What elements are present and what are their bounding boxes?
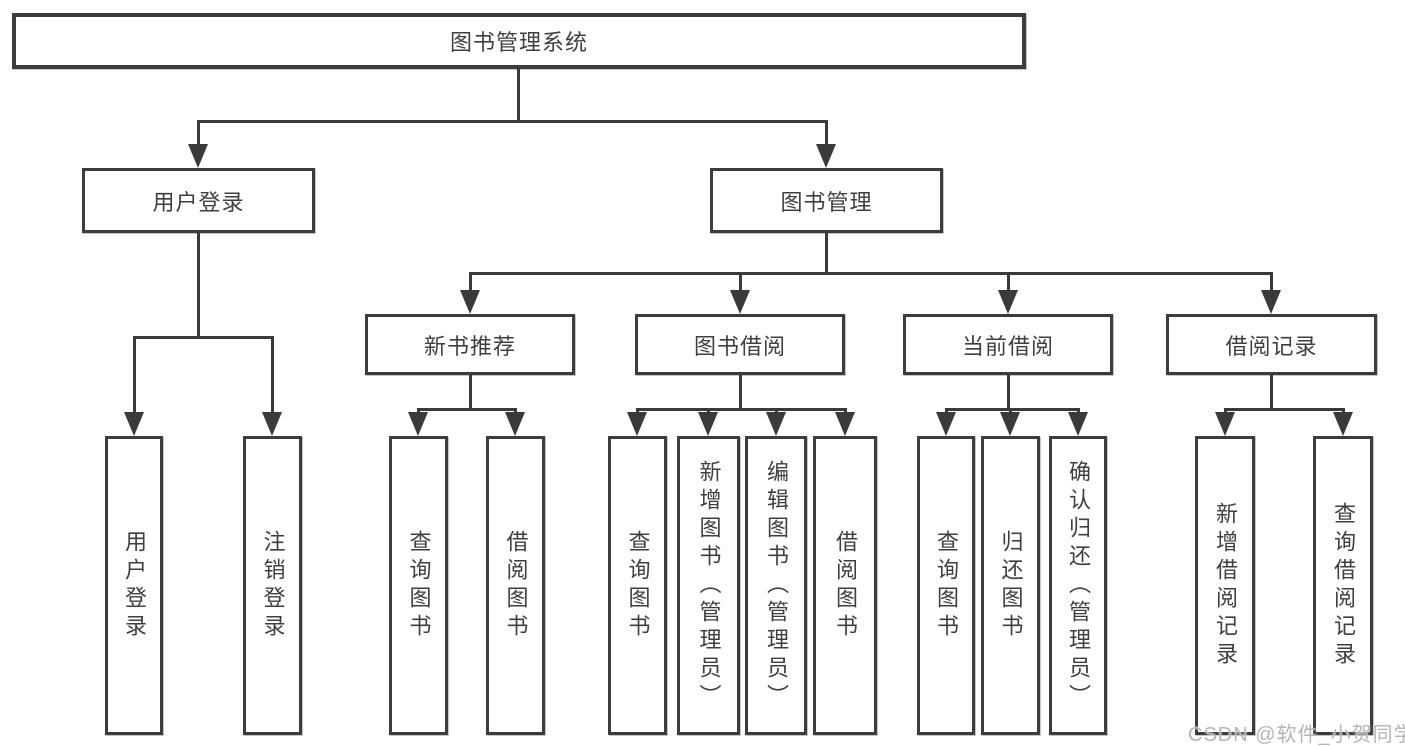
arrow-down-icon	[698, 412, 718, 436]
connector-line	[1270, 375, 1273, 408]
leaf-label: 查询图书	[406, 529, 432, 642]
connector-line	[1009, 408, 1012, 412]
leaf-user-login: 用户登录	[105, 436, 163, 735]
leaf-query-books-borrow: 查询图书	[608, 436, 667, 735]
connector-line	[469, 375, 472, 408]
arrow-down-icon	[816, 144, 836, 168]
leaf-label: 查询图书	[934, 529, 959, 642]
leaf-label: 借阅图书	[503, 529, 529, 642]
leaf-label: 新增借阅记录	[1213, 501, 1238, 670]
leaf-edit-book-admin: 编辑图书（管理员）	[745, 436, 807, 735]
connector-line	[469, 272, 472, 290]
leaf-confirm-return-admin: 确认归还（管理员）	[1049, 436, 1107, 735]
connector-line	[825, 120, 828, 144]
node-label: 图书管理系统	[449, 30, 588, 55]
connector-line	[271, 336, 274, 412]
connector-line	[469, 272, 1272, 275]
leaf-label: 用户登录	[122, 529, 147, 642]
node-label: 用户登录	[152, 189, 245, 215]
connector-line	[775, 408, 778, 412]
leaf-query-borrow-record: 查询借阅记录	[1313, 436, 1373, 735]
node-label: 图书借阅	[693, 333, 786, 359]
connector-line	[514, 408, 517, 412]
leaf-label: 新增图书（管理员）	[696, 459, 722, 712]
connector-line	[1007, 272, 1010, 290]
arrow-down-icon	[936, 412, 956, 436]
node-book-borrow: 图书借阅	[635, 314, 845, 375]
node-book-management: 图书管理	[710, 168, 943, 233]
arrow-down-icon	[262, 412, 282, 436]
connector-line	[1270, 272, 1273, 290]
leaf-borrow-books: 借阅图书	[813, 436, 877, 735]
connector-line	[945, 408, 1079, 411]
node-current-borrow: 当前借阅	[903, 314, 1113, 375]
arrow-down-icon	[124, 412, 144, 436]
connector-line	[636, 408, 639, 412]
leaf-logout: 注销登录	[243, 436, 302, 735]
connector-line	[739, 272, 742, 290]
node-new-book-recommend: 新书推荐	[365, 314, 575, 375]
arrow-down-icon	[460, 290, 480, 314]
connector-line	[1007, 375, 1010, 408]
leaf-label: 确认归还（管理员）	[1066, 459, 1091, 712]
arrow-down-icon	[998, 290, 1018, 314]
leaf-label: 借阅图书	[833, 529, 858, 642]
connector-line	[636, 408, 846, 411]
arrow-down-icon	[408, 412, 428, 436]
node-label: 借阅记录	[1225, 333, 1318, 359]
node-user-login: 用户登录	[82, 168, 315, 233]
connector-line	[1342, 408, 1345, 412]
arrow-down-icon	[835, 412, 855, 436]
arrow-down-icon	[730, 290, 750, 314]
leaf-query-books-current: 查询图书	[917, 436, 975, 735]
node-library-management-system: 图书管理系统	[12, 13, 1026, 69]
arrow-down-icon	[1215, 412, 1235, 436]
leaf-add-book-admin: 新增图书（管理员）	[677, 436, 740, 735]
connector-line	[707, 408, 710, 412]
leaf-label: 查询图书	[625, 529, 651, 642]
arrow-down-icon	[1261, 290, 1281, 314]
leaf-add-borrow-record: 新增借阅记录	[1195, 436, 1255, 735]
arrow-down-icon	[505, 412, 525, 436]
connector-line	[1077, 408, 1080, 412]
connector-line	[844, 408, 847, 412]
connector-line	[417, 408, 517, 411]
leaf-label: 查询借阅记录	[1331, 501, 1356, 670]
connector-line	[133, 336, 136, 412]
arrow-down-icon	[1000, 412, 1020, 436]
leaf-return-books: 归还图书	[981, 436, 1040, 735]
connector-line	[197, 233, 200, 336]
connector-line	[825, 233, 828, 272]
connector-line	[1224, 408, 1227, 412]
connector-line	[739, 375, 742, 408]
connector-line	[417, 408, 420, 412]
connector-line	[133, 336, 273, 339]
node-label: 图书管理	[780, 189, 873, 215]
connector-line	[945, 408, 948, 412]
leaf-borrow-books-recommend: 借阅图书	[486, 436, 545, 735]
node-label: 新书推荐	[423, 333, 516, 359]
arrow-down-icon	[766, 412, 786, 436]
connector-line	[197, 120, 200, 144]
arrow-down-icon	[627, 412, 647, 436]
arrow-down-icon	[188, 144, 208, 168]
connector-line	[517, 69, 520, 120]
csdn-watermark: CSDN @软件_小贺同学	[1188, 724, 1405, 746]
arrow-down-icon	[1068, 412, 1088, 436]
connector-line	[197, 120, 828, 123]
leaf-label: 编辑图书（管理员）	[764, 459, 789, 712]
leaf-label: 归还图书	[998, 529, 1024, 642]
node-label: 当前借阅	[961, 333, 1054, 359]
connector-line	[1224, 408, 1344, 411]
leaf-label: 注销登录	[260, 529, 286, 642]
leaf-query-books-recommend: 查询图书	[389, 436, 448, 735]
arrow-down-icon	[1333, 412, 1353, 436]
node-borrow-records: 借阅记录	[1166, 314, 1377, 375]
